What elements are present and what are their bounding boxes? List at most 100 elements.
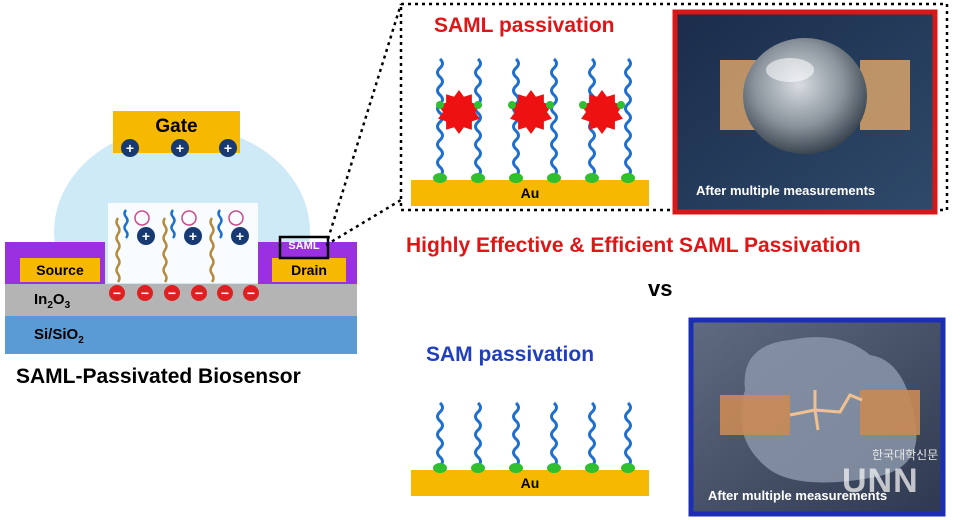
- sam-chain: [436, 401, 444, 468]
- counter-ion-plus: +: [184, 227, 202, 245]
- target-biomolecule: [228, 210, 244, 226]
- drain-label: Drain: [291, 262, 327, 278]
- saml-link: [617, 101, 625, 109]
- probe-linker: [162, 217, 168, 283]
- sam-panel: [411, 317, 946, 517]
- charge-sign: −: [195, 285, 203, 301]
- sam-au-label: Au: [520, 475, 540, 491]
- sam-photo-damage-trace: [789, 390, 863, 431]
- charge-sign: +: [224, 140, 232, 156]
- charge-circle: [219, 139, 237, 157]
- channel-label: In2O3: [34, 291, 71, 311]
- saml-anchor: [509, 173, 523, 183]
- device-probe-chains: + + +: [115, 209, 249, 283]
- ion-circle: [184, 227, 202, 245]
- sam-photo-electrode-right: [860, 390, 920, 435]
- vs-label: vs: [648, 276, 673, 301]
- charge-sign: −: [168, 285, 176, 301]
- saml-chain: [550, 57, 558, 178]
- saml-chain: [624, 57, 632, 178]
- target-biomolecule: [181, 210, 197, 226]
- probe-strand: [170, 209, 176, 239]
- saml-link: [474, 101, 482, 109]
- charge-sign: −: [141, 285, 149, 301]
- sam-chain: [588, 401, 596, 468]
- ion-circle: [137, 227, 155, 245]
- sam-photo-electrode-left: [720, 395, 790, 435]
- charge-circle: [164, 285, 180, 301]
- charge-circle: [137, 285, 153, 301]
- saml-link: [546, 101, 554, 109]
- gate-charge: +: [219, 139, 237, 157]
- sensing-window: [108, 203, 258, 283]
- ion-circle: [231, 227, 249, 245]
- gate-charge: +: [171, 139, 189, 157]
- saml-au-label: Au: [520, 185, 540, 201]
- channel-charge: −: [243, 285, 259, 301]
- saml-link: [436, 101, 444, 109]
- saml-zoom-box: [278, 235, 330, 260]
- charge-circle: [121, 139, 139, 157]
- sam-au-substrate: [411, 470, 649, 496]
- sam-anchor: [471, 463, 485, 473]
- sam-molecules: [433, 401, 635, 473]
- saml-tag-label: SAML: [288, 240, 320, 252]
- probe-linker: [115, 217, 121, 283]
- gate-charge: +: [121, 139, 139, 157]
- saml-photo-caption: After multiple measurements: [696, 183, 876, 198]
- channel-layer: [5, 284, 357, 316]
- saml-link: [579, 101, 587, 109]
- sam-chain: [624, 401, 632, 468]
- saml-anchor: [471, 173, 485, 183]
- channel-charge: −: [191, 285, 207, 301]
- channel-charge: −: [109, 285, 125, 301]
- charge-circle: [171, 139, 189, 157]
- saml-panel: [411, 9, 938, 215]
- charge-sign: −: [113, 285, 121, 301]
- source-label: Source: [36, 262, 84, 278]
- headline: Highly Effective & Efficient SAML Passiv…: [406, 234, 861, 257]
- sam-chain: [474, 401, 482, 468]
- source-contact: [20, 258, 100, 282]
- saml-molecules: [433, 57, 635, 183]
- saml-photo-droplet: [743, 38, 867, 154]
- substrate-layer: [5, 316, 357, 354]
- sam-chain: [550, 401, 558, 468]
- charge-circle: [191, 285, 207, 301]
- charge-circle: [243, 285, 259, 301]
- saml-blocking-molecule: [510, 90, 552, 134]
- drain-contact: [272, 258, 346, 282]
- saml-anchor: [585, 173, 599, 183]
- sam-chain: [512, 401, 520, 468]
- charge-sign: +: [126, 140, 134, 156]
- sam-anchor: [621, 463, 635, 473]
- device-title: SAML-Passivated Biosensor: [16, 365, 301, 388]
- charge-circle: [109, 285, 125, 301]
- saml-photo-highlight: [766, 58, 814, 82]
- saml-photo-electrode-right: [860, 60, 910, 130]
- saml-chain: [474, 57, 482, 178]
- saml-anchor: [621, 173, 635, 183]
- sam-anchor: [585, 463, 599, 473]
- saml-blocking-molecule: [581, 90, 623, 134]
- ion-sign: +: [142, 228, 150, 244]
- counter-ion-plus: +: [231, 227, 249, 245]
- probe-linker: [209, 217, 215, 283]
- sam-anchor: [547, 463, 561, 473]
- sam-photo-caption: After multiple measurements: [708, 488, 888, 503]
- saml-blocking-molecule: [438, 90, 480, 134]
- saml-link: [508, 101, 516, 109]
- channel-charge: −: [164, 285, 180, 301]
- sam-anchor: [509, 463, 523, 473]
- channel-charge: −: [137, 285, 153, 301]
- sam-panel-title: SAM passivation: [426, 343, 595, 366]
- saml-anchor: [547, 173, 561, 183]
- device-schematic: +++ +++ −−−−−−: [5, 111, 357, 354]
- probe-strand: [123, 209, 129, 239]
- saml-panel-title: SAML passivation: [434, 14, 615, 37]
- gate-label: Gate: [155, 116, 198, 137]
- watermark-korean: 한국대학신문: [872, 448, 939, 462]
- saml-au-substrate: [411, 180, 649, 206]
- charge-sign: −: [247, 285, 255, 301]
